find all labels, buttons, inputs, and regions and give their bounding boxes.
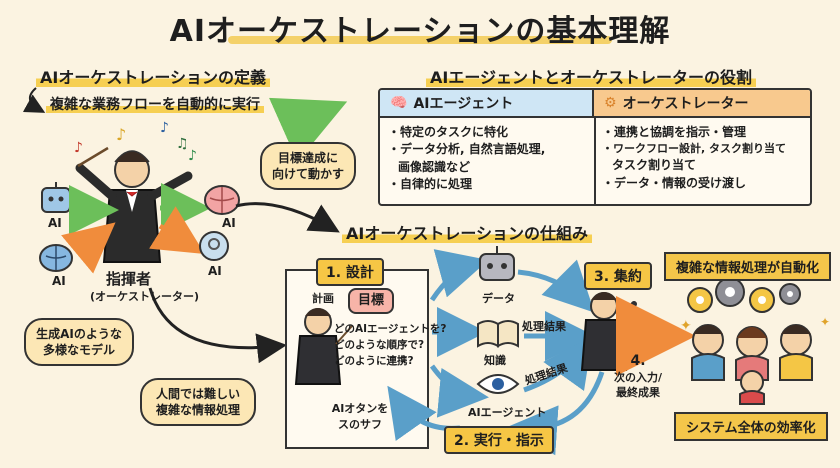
models-bubble: 生成AIのような多様なモデル (24, 318, 134, 367)
ai-label-brain-right: AI (222, 216, 236, 230)
efficiency-banner: システム全体の効率化 (674, 412, 828, 441)
conductor-sublabel: (オーケストレーター) (90, 290, 200, 303)
agent-role-list: ・特定のタスクに特化 ・データ分析, 自然言語処理, 画像認識など ・自律的に処… (388, 124, 592, 194)
step-execute: 2. 実行・指示 (444, 426, 554, 454)
plan-label: 計画 (312, 292, 334, 305)
design-questions: どのAIエージェントを? どのような順序で? どのように連携? (334, 323, 447, 367)
step-aggregate: 3. 集約 (584, 262, 652, 290)
goal-bubble: 目標達成に向けて動かす (260, 142, 356, 191)
happy-people (691, 324, 813, 405)
ai-brain-icon-left (39, 244, 73, 272)
data-label: データ (482, 292, 515, 305)
ai-brain-icon-right (204, 185, 240, 215)
list-item: 画像認識など (398, 159, 471, 174)
robot-data-icon (479, 246, 515, 281)
complex-bubble: 人間では難しい複雑な情報処理 (140, 378, 256, 427)
agent-column-header: 🧠AIエージェント (380, 90, 594, 118)
page-title: AIオーケストレーションの基本理解 (169, 14, 671, 49)
svg-text:♪: ♪ (160, 120, 169, 136)
auto-banner: 複雑な情報処理が自動化 (664, 252, 832, 281)
svg-text:♪: ♪ (116, 125, 126, 144)
ai-label-robot: AI (48, 216, 62, 230)
orchestrator-role-list: ・連携と協調を指示・管理 ・ワークフロー設計, タスク割り当て タスク割り当て … (602, 124, 808, 192)
ai-label-head-right: AI (208, 264, 222, 278)
to-mechanism-arrow (235, 202, 340, 233)
mechanism-heading: AIオーケストレーションの仕組み (342, 220, 593, 244)
ai-robot-icon-left (41, 182, 71, 213)
book-knowledge-icon (477, 320, 519, 348)
step-output: 4. 次の入力/ 最終成果 (613, 353, 663, 399)
goal-arrow (269, 97, 348, 162)
agent-label: AIエージェント (468, 406, 547, 419)
to-design-arrow (148, 287, 287, 364)
list-item: ・特定のタスクに特化 (388, 125, 509, 139)
title-underline (228, 36, 612, 44)
svg-text:♪: ♪ (74, 140, 83, 156)
conductor-label: 指揮者 (106, 270, 152, 288)
garbled-note: AIオタンをスのサフ (331, 402, 389, 431)
list-item: ・データ・情報の受け渡し (602, 175, 747, 190)
definition-heading: AIオーケストレーションの定義 (36, 64, 271, 88)
gears-icon (687, 277, 801, 313)
list-item: タスク割り当て (612, 158, 697, 173)
subtitle-arrow (22, 87, 46, 113)
roles-heading: AIエージェントとオーケストレーターの役割 (426, 64, 757, 88)
result-label-1: 処理結果 (522, 320, 566, 333)
roles-table: 🧠AIエージェント ⚙オーケストレーター ・特定のタスクに特化 ・データ分析, … (378, 88, 812, 206)
svg-text:♫: ♫ (176, 136, 189, 152)
list-item: ・自律的に処理 (388, 177, 473, 192)
svg-text:♪: ♪ (188, 148, 197, 164)
eye-agent-icon (476, 374, 520, 394)
definition-subtitle: 複雑な業務フローを自動的に実行 (46, 94, 264, 114)
list-item: ・ワークフロー設計, タスク割り当て (602, 142, 787, 156)
ai-label-brain: AI (52, 274, 66, 288)
brain-icon: 🧠 (390, 95, 408, 111)
goal-tag: 目標 (348, 288, 395, 314)
conductor-figure (75, 146, 193, 263)
svg-text:✦: ✦ (680, 318, 692, 334)
list-item: ・連携と協調を指示・管理 (602, 125, 747, 139)
knowledge-label: 知識 (484, 354, 506, 367)
step-design: 1. 設計 (316, 258, 384, 286)
gear-icon: ⚙ (604, 95, 617, 111)
svg-text:✦: ✦ (820, 315, 830, 329)
presenter-figure (294, 308, 353, 385)
ai-head-icon-right (199, 231, 229, 261)
list-item: ・データ分析, 自然言語処理, (388, 142, 546, 157)
orchestrator-column-header: ⚙オーケストレーター (594, 90, 810, 118)
